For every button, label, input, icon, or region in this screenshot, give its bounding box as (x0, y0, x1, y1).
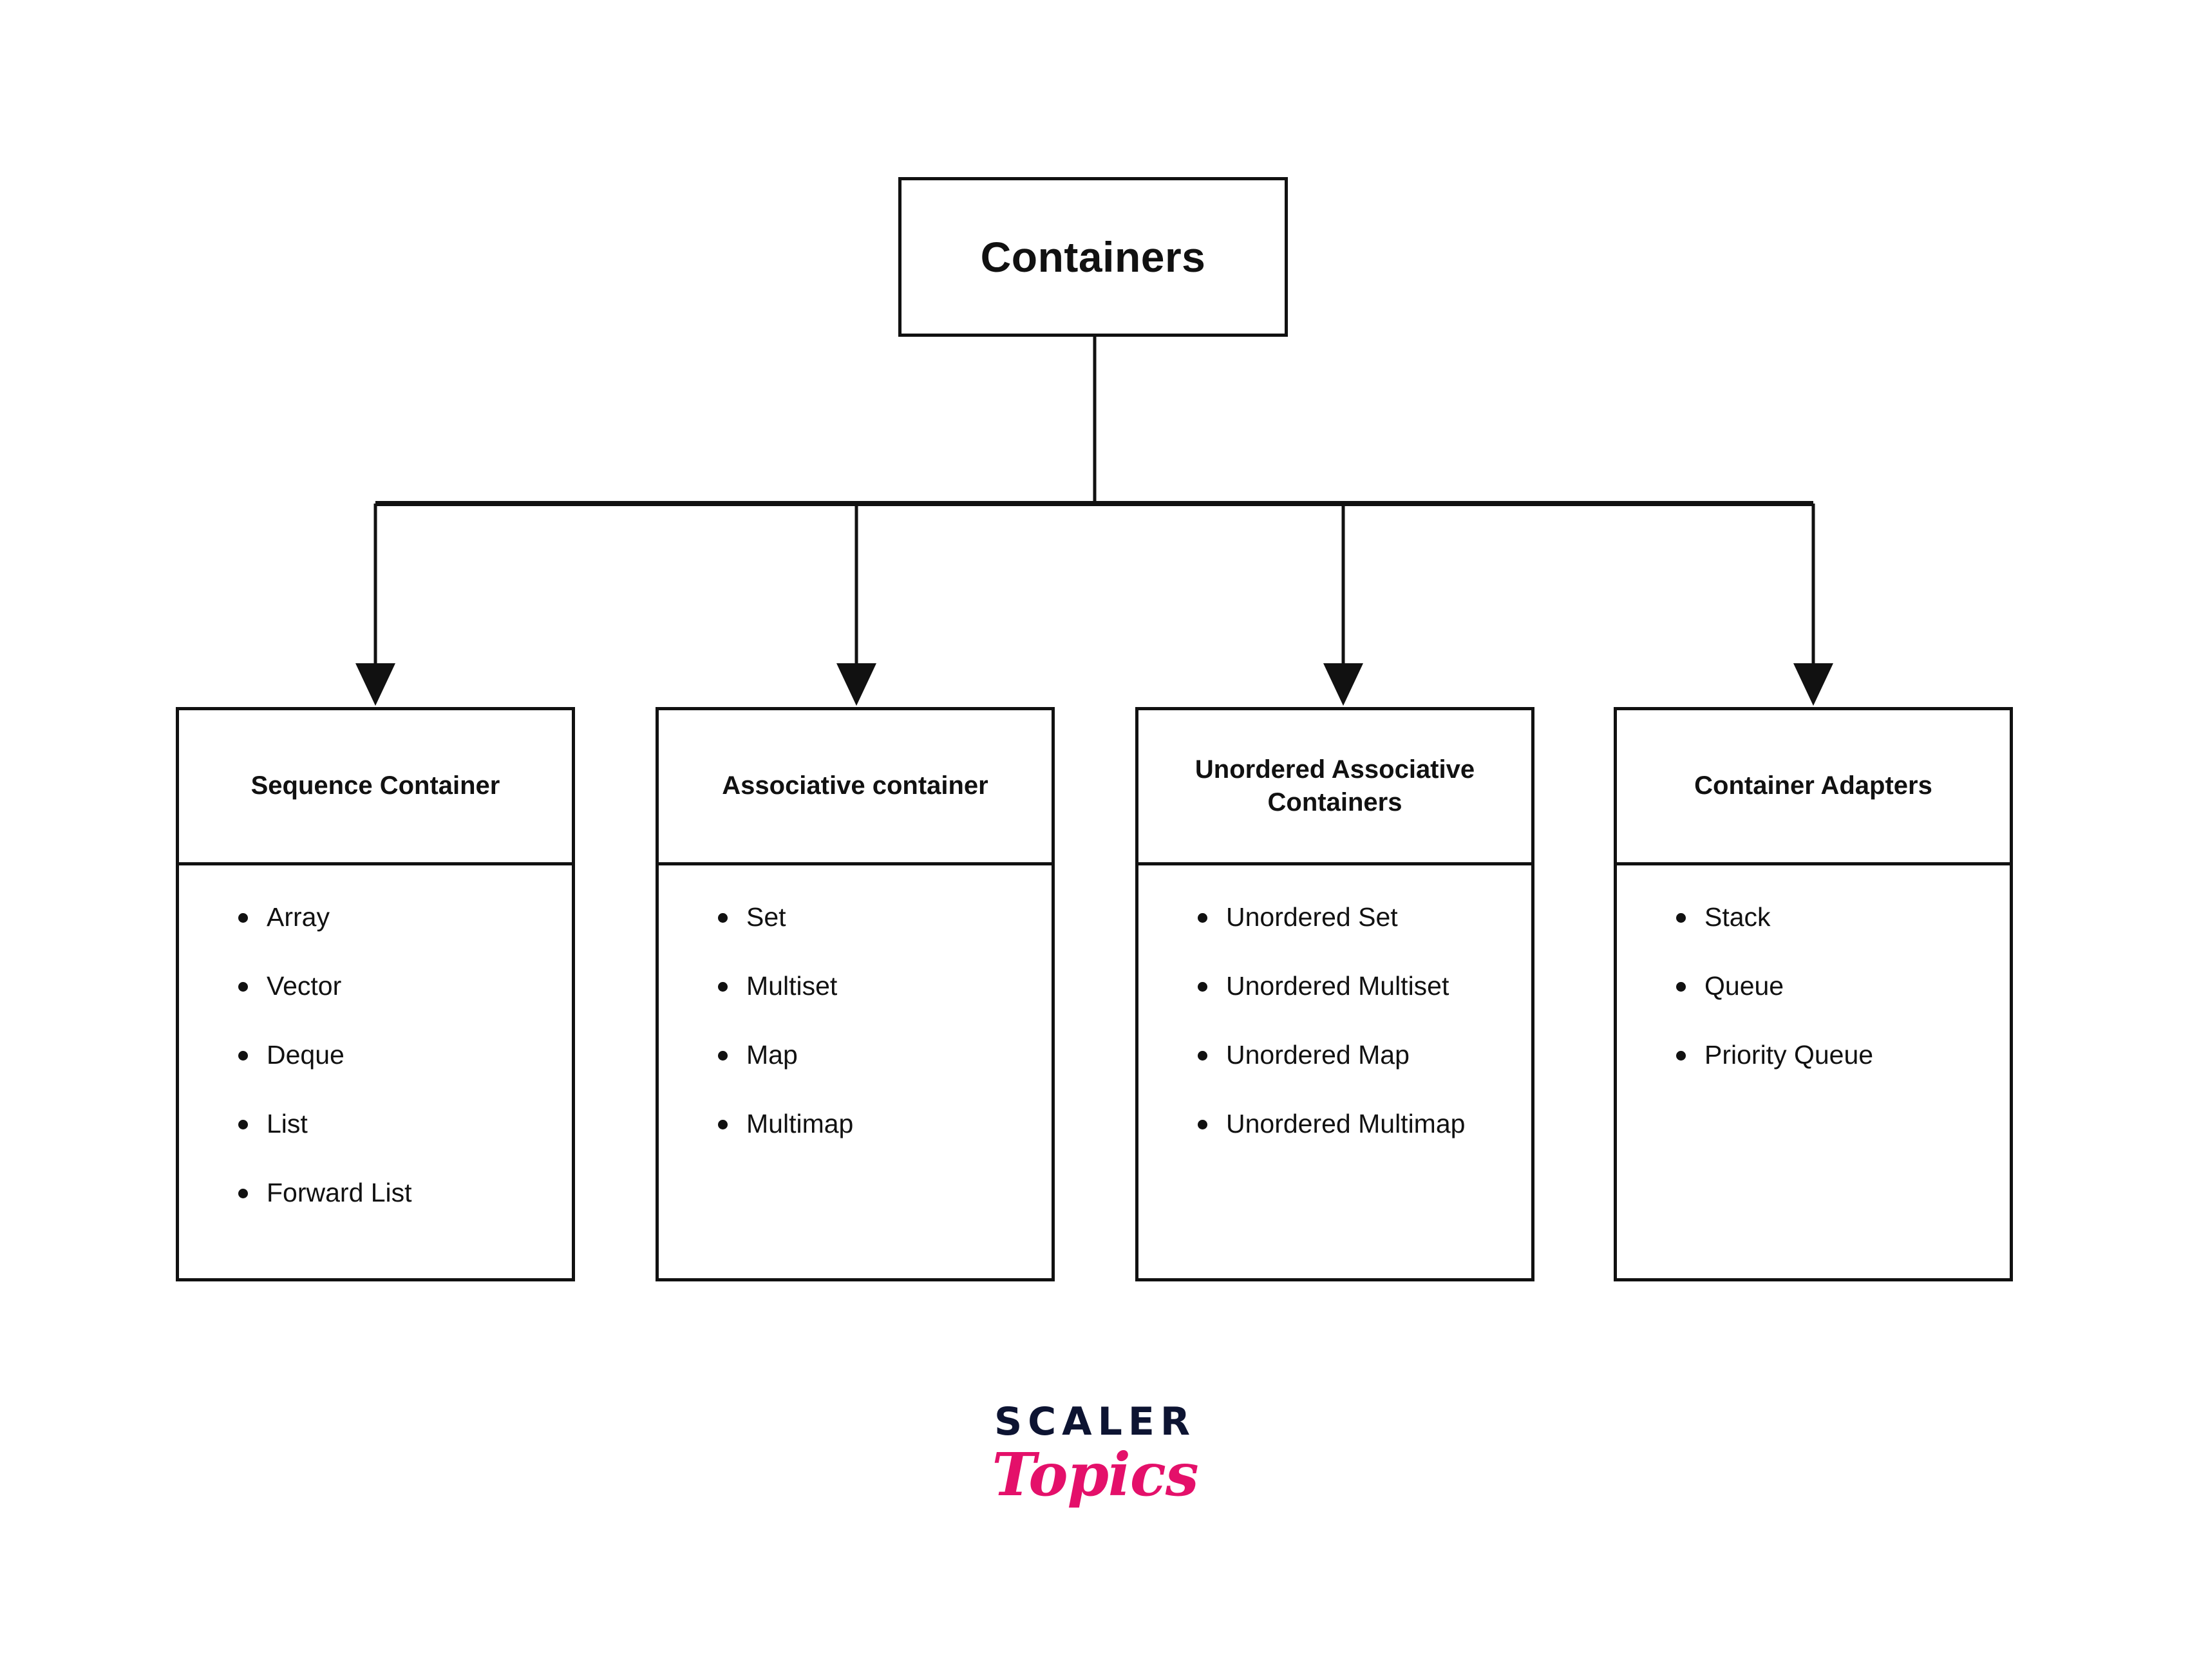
bullet-icon (718, 981, 728, 992)
bullet-icon (1198, 981, 1207, 992)
category-item-list: Stack Queue Priority Queue (1617, 904, 2010, 1068)
category-item-list: Set Multiset Map Multimap (659, 904, 1052, 1137)
list-item: Priority Queue (1676, 1042, 2010, 1068)
list-item-label: Unordered Multimap (1226, 1109, 1466, 1138)
list-item-label: Multiset (746, 971, 838, 1001)
list-item-label: Forward List (267, 1178, 412, 1207)
bullet-icon (238, 1188, 248, 1198)
list-item: Unordered Multiset (1198, 973, 1531, 999)
list-item-label: List (267, 1109, 308, 1138)
bullet-icon (1198, 912, 1207, 923)
list-item: Map (718, 1042, 1052, 1068)
category-item-list: Array Vector Deque List Forward List (179, 904, 572, 1206)
list-item: Unordered Multimap (1198, 1111, 1531, 1137)
category-item-list: Unordered Set Unordered Multiset Unorder… (1138, 904, 1531, 1137)
list-item: Deque (238, 1042, 572, 1068)
list-item: Forward List (238, 1180, 572, 1206)
bullet-icon (1198, 1050, 1207, 1061)
logo-wordmark-scaler: SCALER (994, 1399, 1196, 1444)
category-body: Stack Queue Priority Queue (1617, 865, 2010, 1278)
arrowhead-4-icon (1793, 663, 1833, 706)
bullet-icon (238, 1050, 248, 1061)
category-box-unordered-associative-containers: Unordered Associative Containers Unorder… (1135, 707, 1534, 1281)
list-item-label: Stack (1704, 902, 1771, 932)
list-item-label: Array (267, 902, 330, 932)
list-item: Multimap (718, 1111, 1052, 1137)
list-item-label: Queue (1704, 971, 1784, 1001)
category-title: Associative container (722, 771, 988, 800)
bullet-icon (1676, 1050, 1686, 1061)
category-box-container-adapters: Container Adapters Stack Queue Priority … (1614, 707, 2013, 1281)
root-node-label: Containers (980, 233, 1206, 281)
list-item: Unordered Map (1198, 1042, 1531, 1068)
list-item: Set (718, 904, 1052, 930)
list-item: List (238, 1111, 572, 1137)
category-header: Unordered Associative Containers (1138, 710, 1531, 865)
category-header: Associative container (659, 710, 1052, 865)
bullet-icon (238, 1119, 248, 1129)
arrowhead-1-icon (355, 663, 395, 706)
category-title: Sequence Container (250, 771, 500, 800)
category-box-associative-container: Associative container Set Multiset Map M… (656, 707, 1055, 1281)
root-node-containers: Containers (898, 177, 1288, 337)
arrowhead-3-icon (1323, 663, 1363, 706)
list-item: Vector (238, 973, 572, 999)
category-header: Sequence Container (179, 710, 572, 865)
list-item-label: Priority Queue (1704, 1040, 1874, 1070)
list-item: Queue (1676, 973, 2010, 999)
bullet-icon (1676, 981, 1686, 992)
category-box-sequence-container: Sequence Container Array Vector Deque Li… (176, 707, 575, 1281)
list-item-label: Map (746, 1040, 798, 1070)
logo-wordmark-topics: Topics (992, 1440, 1198, 1509)
list-item-label: Unordered Set (1226, 902, 1398, 932)
category-body: Set Multiset Map Multimap (659, 865, 1052, 1278)
list-item-label: Multimap (746, 1109, 854, 1138)
list-item: Multiset (718, 973, 1052, 999)
bullet-icon (1676, 912, 1686, 923)
category-title: Unordered Associative Containers (1194, 755, 1475, 816)
bullet-icon (718, 1050, 728, 1061)
bullet-icon (718, 912, 728, 923)
list-item: Unordered Set (1198, 904, 1531, 930)
category-body: Array Vector Deque List Forward List (179, 865, 572, 1278)
list-item-label: Set (746, 902, 786, 932)
list-item-label: Deque (267, 1040, 345, 1070)
list-item: Stack (1676, 904, 2010, 930)
bullet-icon (718, 1119, 728, 1129)
list-item-label: Unordered Multiset (1226, 971, 1449, 1001)
bullet-icon (1198, 1119, 1207, 1129)
bullet-icon (238, 981, 248, 992)
scaler-topics-logo: SCALER Topics (0, 1402, 2190, 1504)
bullet-icon (238, 912, 248, 923)
list-item: Array (238, 904, 572, 930)
category-title: Container Adapters (1694, 771, 1932, 800)
list-item-label: Unordered Map (1226, 1040, 1410, 1070)
arrowhead-2-icon (836, 663, 876, 706)
category-header: Container Adapters (1617, 710, 2010, 865)
category-body: Unordered Set Unordered Multiset Unorder… (1138, 865, 1531, 1278)
list-item-label: Vector (267, 971, 342, 1001)
